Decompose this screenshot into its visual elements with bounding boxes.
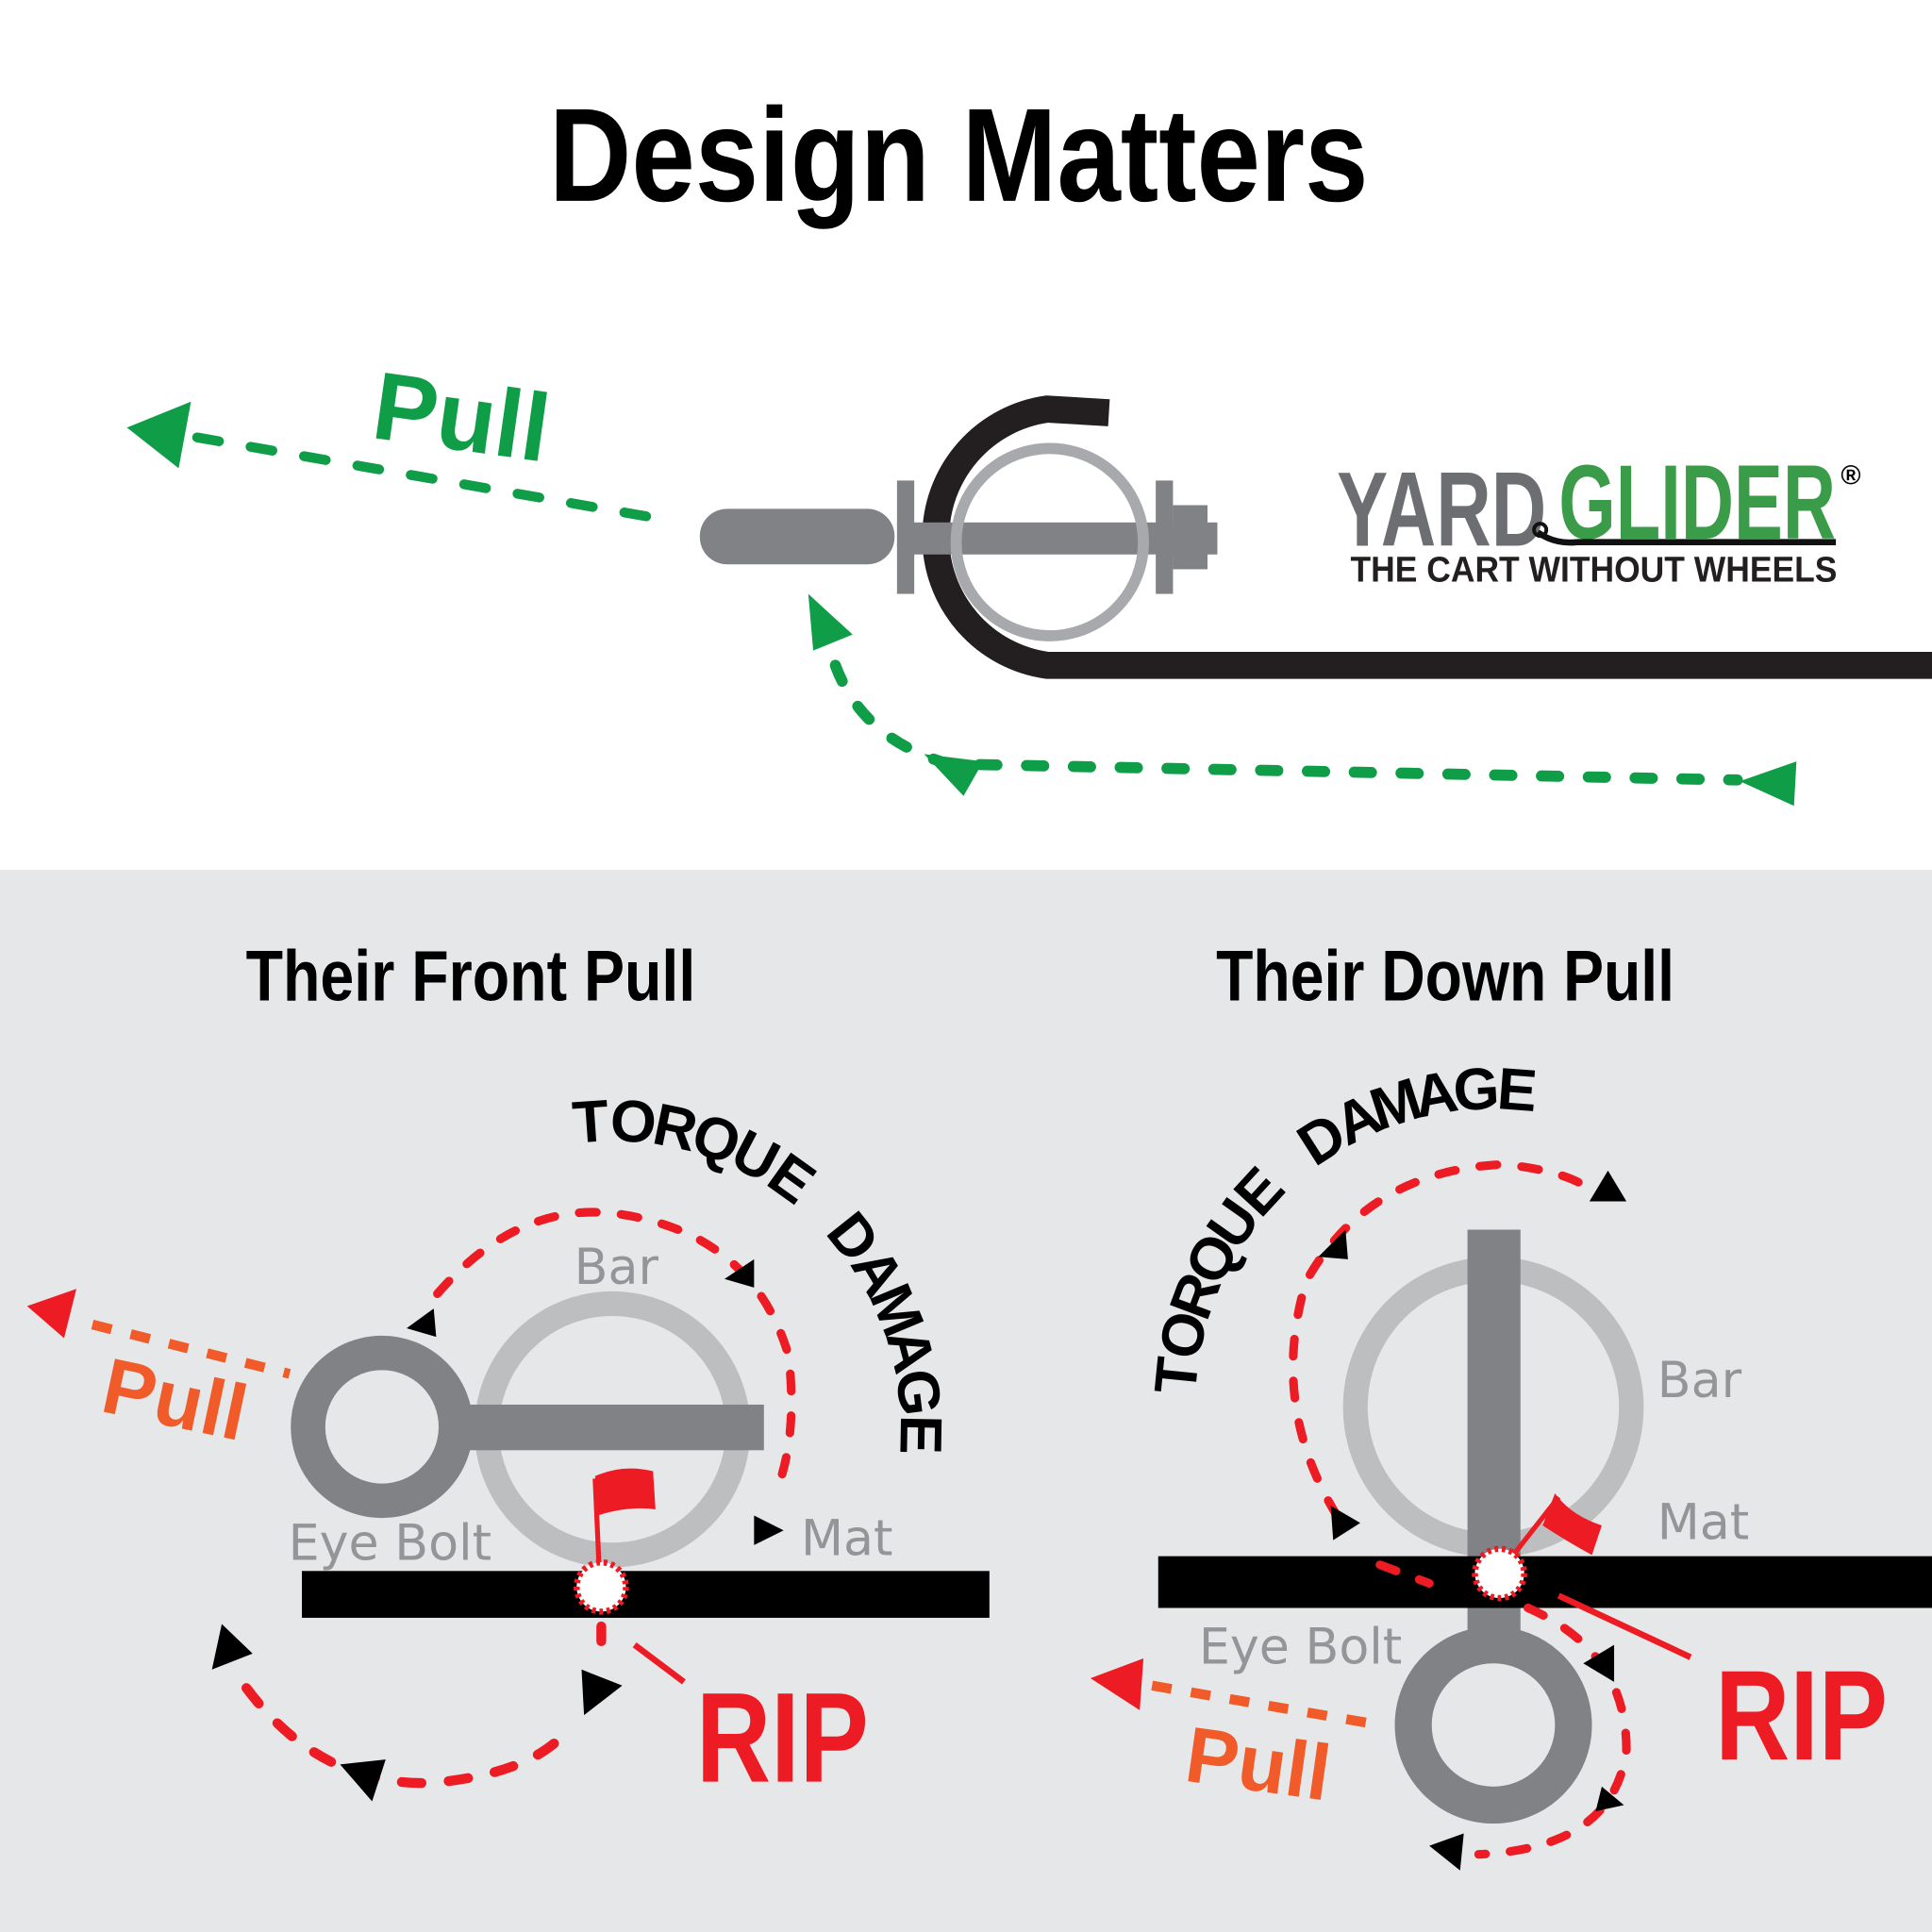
torque-damage-letter: E bbox=[1495, 1056, 1540, 1124]
arrowhead bbox=[924, 754, 984, 796]
top-hitch-diagram: Pull bbox=[126, 352, 1932, 807]
panel-title: Their Front Pull bbox=[246, 937, 696, 1017]
page-title: Design Matters bbox=[549, 80, 1369, 229]
handle bbox=[699, 508, 895, 565]
eye-bolt-ring bbox=[1394, 1626, 1592, 1824]
svg-text:YARD: YARD bbox=[1337, 450, 1546, 569]
bolt-shaft bbox=[456, 1404, 764, 1451]
yardglider-logo: YARD GLIDER ® THE CART WITHOUT WHEELS bbox=[1337, 442, 1860, 591]
rip-label: RIP bbox=[696, 1666, 869, 1809]
mat-label: Mat bbox=[801, 1510, 893, 1567]
mat-label: Mat bbox=[1657, 1494, 1750, 1551]
torque-damage-letter: T bbox=[571, 1088, 611, 1157]
pull-dashed-line bbox=[192, 432, 658, 523]
svg-text:®: ® bbox=[1840, 460, 1860, 491]
eye-bolt-label: Eye Bolt bbox=[1199, 1619, 1402, 1675]
mat bbox=[302, 1571, 990, 1618]
eye-bolt-label: Eye Bolt bbox=[289, 1516, 491, 1573]
flag-icon bbox=[1542, 1493, 1602, 1556]
pull-arrowhead bbox=[126, 401, 192, 469]
down-pull-panel: Their Down Pull Pull Bar Mat Eye Bolt RI… bbox=[1090, 937, 1932, 1871]
mat bbox=[1158, 1556, 1932, 1608]
flag-icon bbox=[594, 1468, 656, 1516]
torque-damage-letter: G bbox=[883, 1366, 954, 1420]
arrowhead bbox=[808, 593, 853, 651]
bar-label: Bar bbox=[575, 1240, 659, 1296]
panel-title: Their Down Pull bbox=[1216, 937, 1674, 1017]
pull-label: Pull bbox=[1180, 1709, 1336, 1817]
torque-damage-letter: G bbox=[1452, 1056, 1501, 1124]
rip-point-icon bbox=[1472, 1545, 1527, 1602]
torque-damage-letter: O bbox=[608, 1088, 658, 1157]
svg-text:THE CART WITHOUT WHEELS: THE CART WITHOUT WHEELS bbox=[1351, 550, 1838, 590]
bar-label: Bar bbox=[1657, 1353, 1742, 1409]
torque-damage-letter: T bbox=[1142, 1355, 1211, 1397]
eye-bolt-ring bbox=[291, 1335, 474, 1519]
bar-ring bbox=[950, 442, 1149, 641]
rip-point-icon bbox=[573, 1558, 629, 1615]
pull-label: Pull bbox=[367, 352, 557, 483]
torque-damage-letter: E bbox=[887, 1414, 954, 1455]
rip-label: RIP bbox=[1715, 1643, 1888, 1787]
arrowhead bbox=[1740, 761, 1797, 807]
